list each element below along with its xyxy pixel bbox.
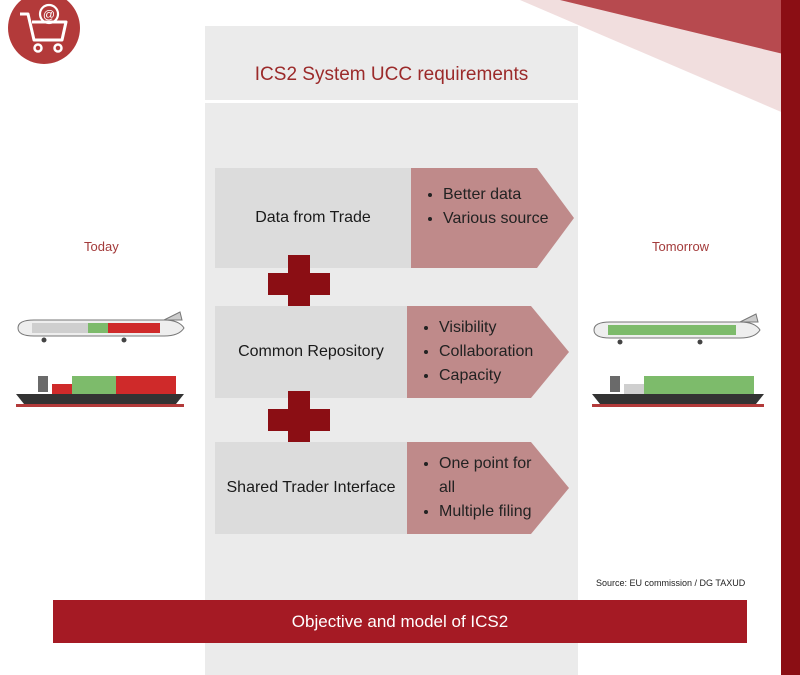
bullet-item: Collaboration bbox=[439, 340, 561, 364]
arrow-shape bbox=[411, 168, 574, 268]
svg-text:@: @ bbox=[43, 8, 55, 22]
bullet-list: One point for all Multiple filing bbox=[421, 452, 546, 524]
bullet-item: Various source bbox=[443, 207, 555, 231]
bullet-item: Visibility bbox=[439, 316, 561, 340]
tomorrow-label: Tomorrow bbox=[652, 239, 710, 254]
bullet-list: Better data Various source bbox=[425, 183, 555, 231]
bullet-item: Multiple filing bbox=[439, 500, 546, 524]
logo: @ bbox=[8, 0, 80, 64]
plus-icon bbox=[268, 255, 330, 313]
source-note: Source: EU commission / DG TAXUD bbox=[596, 578, 746, 588]
arrow-shape bbox=[407, 442, 569, 534]
panel-title: ICS2 System UCC requirements bbox=[254, 64, 529, 85]
bullet-item: Capacity bbox=[439, 364, 561, 388]
shopping-cart-at-icon: @ bbox=[20, 3, 68, 53]
bullet-item: One point for all bbox=[439, 452, 546, 500]
row-label-shared-trader-interface: Shared Trader Interface bbox=[215, 442, 407, 534]
bullet-item: Better data bbox=[443, 183, 555, 207]
top-decoration bbox=[520, 0, 800, 120]
row-label-data-from-trade: Data from Trade bbox=[215, 168, 411, 268]
airplane-today-icon bbox=[17, 311, 185, 343]
caption-banner: Objective and model of ICS2 bbox=[53, 600, 747, 643]
panel-bottom-strip bbox=[205, 657, 578, 675]
panel-title-box bbox=[205, 26, 578, 103]
plus-icon bbox=[268, 391, 330, 449]
row-label-common-repository: Common Repository bbox=[215, 306, 407, 398]
today-label: Today bbox=[84, 239, 119, 254]
airplane-tomorrow-icon bbox=[593, 313, 761, 345]
ship-today-icon bbox=[16, 376, 184, 407]
ship-tomorrow-icon bbox=[592, 376, 764, 407]
right-accent-bar bbox=[781, 0, 800, 675]
bullet-list: Visibility Collaboration Capacity bbox=[421, 316, 561, 388]
arrow-shape bbox=[407, 306, 569, 398]
